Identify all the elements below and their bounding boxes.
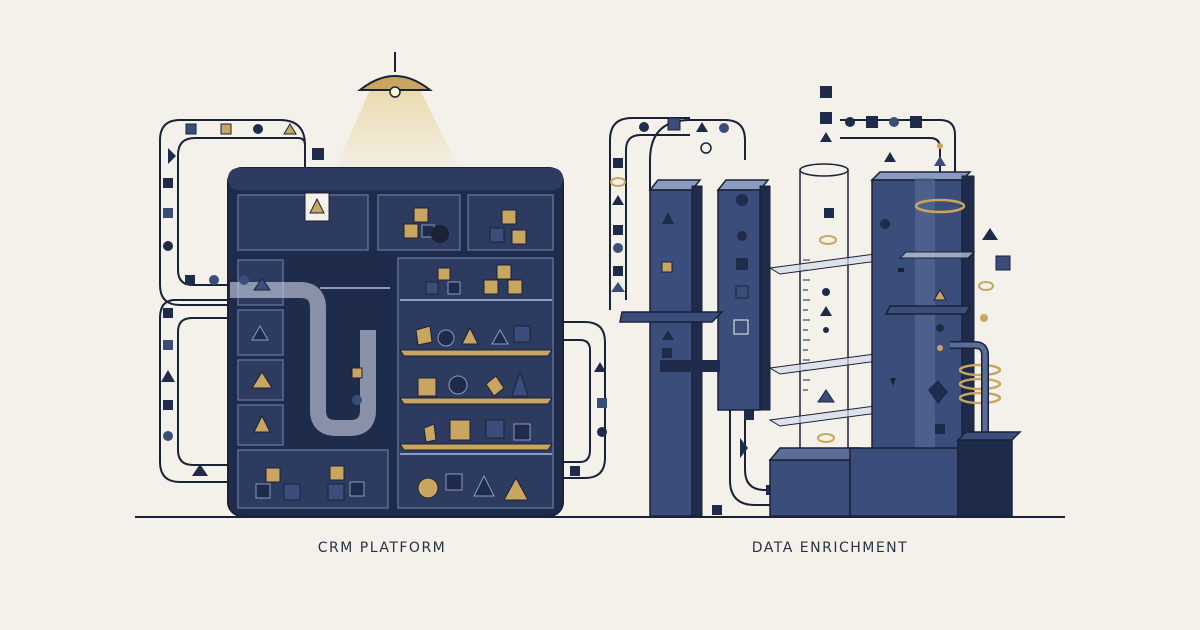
- gauge-icon: [890, 268, 904, 386]
- cabinet-items: [239, 207, 531, 501]
- enrichment-machine: [619, 163, 1022, 517]
- crm-platform-label: CRM PLATFORM: [317, 540, 447, 556]
- ceiling-lamp-icon: [330, 52, 465, 180]
- crm-cabinet: [227, 167, 564, 517]
- right-outer-tube: [609, 117, 956, 506]
- left-outer-tube: [159, 119, 306, 483]
- data-enrichment-label: DATA ENRICHMENT: [751, 540, 909, 556]
- left-tube-tokens: [161, 123, 324, 476]
- connector-tokens: [570, 362, 607, 476]
